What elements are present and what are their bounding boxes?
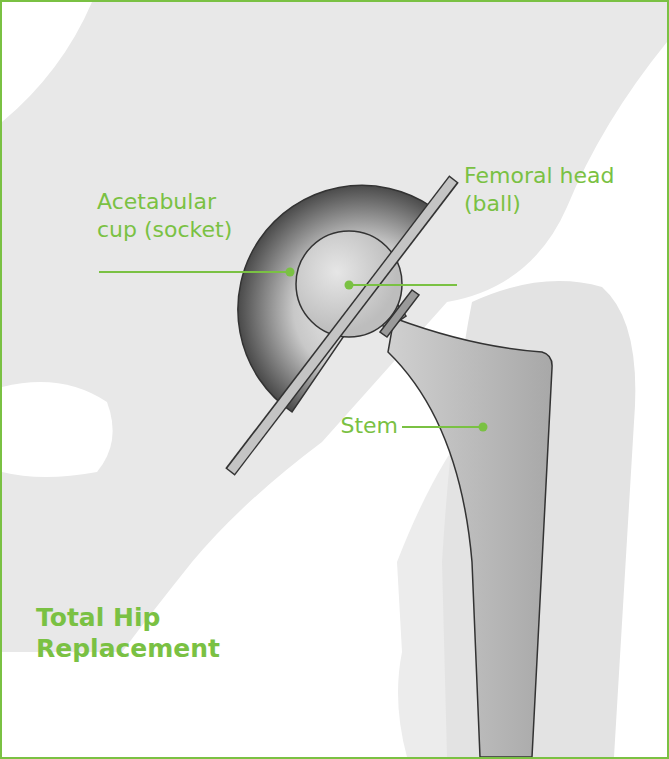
femoral-stem — [388, 318, 552, 757]
leader-dot — [286, 268, 295, 277]
leader-line — [402, 426, 483, 428]
leader-line — [99, 271, 290, 273]
part-label: Acetabular cup (socket) — [97, 188, 257, 244]
part-label: Stem — [340, 412, 398, 440]
part-label: Femoral head (ball) — [464, 162, 654, 218]
cup-rim-plate — [230, 179, 454, 472]
leader-dot — [479, 423, 488, 432]
leader-line — [349, 284, 457, 286]
acetabular-cup — [238, 185, 432, 412]
pelvis-hole — [2, 382, 113, 477]
diagram-title: Total Hip Replacement — [36, 602, 236, 664]
leader-dot — [345, 281, 354, 290]
